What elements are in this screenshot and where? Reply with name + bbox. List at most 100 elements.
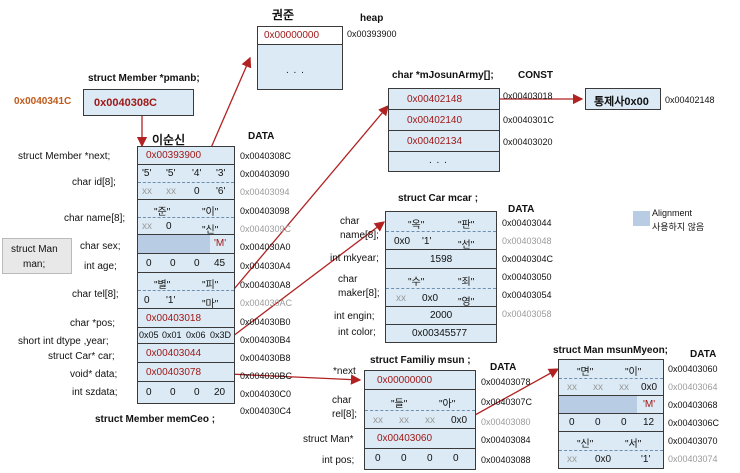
- man-sex-value: 'M': [643, 399, 656, 410]
- pmanb-value: 0x0040308C: [94, 97, 158, 109]
- member-dtype-1: 0x05: [139, 330, 159, 340]
- man-row2-3: xx: [619, 382, 629, 393]
- man-row6: xx 0x0 '1': [559, 450, 663, 468]
- family-field-rel-1: char: [332, 395, 352, 406]
- car-engin-value: 2000: [430, 310, 453, 321]
- family-next-row: 0x00000000: [365, 371, 475, 390]
- member-pos-value: 0x00403018: [146, 313, 202, 324]
- member-field-data: void* data;: [70, 369, 118, 380]
- member-tel-1: "별": [154, 280, 171, 291]
- car-address-0: 0x00403044: [502, 218, 552, 228]
- member-field-pos: char *pos;: [70, 318, 116, 329]
- member-dtype-2: 0x01: [162, 330, 182, 340]
- car-field-name-2: name[8];: [340, 230, 379, 241]
- car-maker-row1: "수" "죄": [386, 269, 496, 288]
- member-age-row: 0 0 0 45: [138, 254, 234, 273]
- family-field-man: struct Man*: [303, 434, 354, 445]
- member-address-2: 0x00403094: [240, 187, 290, 197]
- member-field-car: struct Car* car;: [48, 351, 115, 362]
- member-szdata-2: 0: [170, 387, 176, 398]
- car-maker-4: 0x0: [422, 293, 439, 304]
- member-age-2: 0: [170, 258, 176, 269]
- member-name-3: xx: [142, 221, 152, 232]
- family-man-value: 0x00403060: [377, 433, 433, 444]
- man-label: struct Man msunMyeon;: [553, 345, 669, 356]
- man-box: "면" "이" xx xx xx 0x0 'M' 0 0 0 12 "신" "서…: [558, 359, 664, 469]
- car-data-label: DATA: [508, 204, 535, 215]
- car-name-row2: 0x0 '1' "선": [386, 231, 496, 251]
- family-address-4: 0x00403088: [481, 455, 531, 465]
- josun-row-2: 0x00402134: [389, 131, 499, 152]
- josun-row-1: 0x00402140: [389, 110, 499, 131]
- member-pos-row: 0x00403018: [138, 309, 234, 328]
- member-age-4: 45: [214, 258, 226, 269]
- family-pos-4: 0: [453, 453, 459, 464]
- car-engin-row: 2000: [386, 307, 496, 325]
- member-szdata-3: 0: [194, 387, 200, 398]
- member-field-age: int age;: [84, 261, 117, 272]
- member-address-4: 0x0040309C: [240, 224, 292, 234]
- member-sex-value: 'M': [214, 238, 227, 249]
- car-maker-5: "영": [458, 297, 475, 308]
- pmanb-box: 0x0040308C: [83, 89, 194, 116]
- member-next-value: 0x00393900: [146, 150, 202, 161]
- member-tel-3: 0: [144, 295, 150, 306]
- member-name-row2: xx 0 "신": [138, 217, 234, 236]
- member-tel-row1: "별" "피": [138, 273, 234, 291]
- struct-man-side-label-1: struct Man: [11, 244, 58, 255]
- member-tel-4: '1': [166, 295, 176, 306]
- const-string-value: 통제사0x00: [594, 96, 649, 108]
- family-rel-6: 0x0: [451, 415, 468, 426]
- heap-address: 0x00393900: [347, 29, 397, 39]
- family-rel-5: xx: [425, 415, 435, 426]
- family-field-pos: int pos;: [322, 455, 355, 466]
- member-address-9: 0x004030B0: [240, 317, 291, 327]
- family-next-value: 0x00000000: [377, 375, 433, 386]
- member-id-6: xx: [166, 186, 176, 197]
- man-sex-row: 'M': [559, 396, 663, 414]
- family-address-3: 0x00403084: [481, 435, 531, 445]
- family-label: struct Familiy msun ;: [370, 355, 471, 366]
- member-id-2: '5': [166, 168, 176, 179]
- member-next-cell: 0x00393900: [138, 147, 234, 165]
- member-address-12: 0x004030BC: [240, 371, 293, 381]
- member-box: 0x00393900 '5' '5' '4' '3' xx xx 0 '6' "…: [137, 146, 235, 404]
- member-address-1: 0x00403090: [240, 169, 290, 179]
- member-data-value: 0x00403078: [146, 367, 202, 378]
- const-string-address: 0x00402148: [665, 95, 715, 105]
- car-name-row1: "옥" "판": [386, 212, 496, 231]
- member-data-label: DATA: [248, 131, 275, 142]
- member-id-4: '3': [216, 168, 226, 179]
- member-dtype-3: 0x06: [186, 330, 206, 340]
- man-row6-2: 0x0: [595, 454, 612, 465]
- member-name-label: 이순신: [152, 133, 186, 147]
- car-mkyear-row: 1598: [386, 250, 496, 269]
- family-field-next: *next: [333, 366, 356, 377]
- family-address-1: 0x0040307C: [481, 397, 533, 407]
- member-address-11: 0x004030B8: [240, 353, 291, 363]
- car-color-value: 0x00345577: [412, 328, 468, 339]
- car-color-row: 0x00345577: [386, 325, 496, 342]
- member-address-13: 0x004030C0: [240, 389, 292, 399]
- man-address-2: 0x00403068: [668, 400, 718, 410]
- member-name-row1: "준" "이": [138, 200, 234, 218]
- car-field-maker-2: maker[8];: [338, 288, 380, 299]
- josun-address-2: 0x00403020: [503, 137, 553, 147]
- arrow-pos-to-josun: [207, 105, 389, 321]
- member-id-5: xx: [142, 186, 152, 197]
- man-age-4: 12: [643, 417, 655, 428]
- member-szdata-4: 20: [214, 387, 226, 398]
- member-name-1: "준": [154, 207, 171, 218]
- heap-dots: . . .: [286, 65, 305, 76]
- family-pos-1: 0: [375, 453, 381, 464]
- member-name-4: 0: [166, 221, 172, 232]
- man-address-3: 0x0040306C: [668, 418, 720, 428]
- family-field-rel-2: rel[8];: [332, 409, 358, 420]
- man-address-1: 0x00403064: [668, 382, 718, 392]
- car-field-maker-1: char: [338, 274, 358, 285]
- car-maker-1: "수": [408, 277, 425, 288]
- member-field-szdata: int szdata;: [72, 387, 118, 398]
- member-field-next: struct Member *next;: [18, 151, 111, 162]
- legend-swatch: [633, 211, 650, 226]
- heap-label: heap: [360, 13, 384, 24]
